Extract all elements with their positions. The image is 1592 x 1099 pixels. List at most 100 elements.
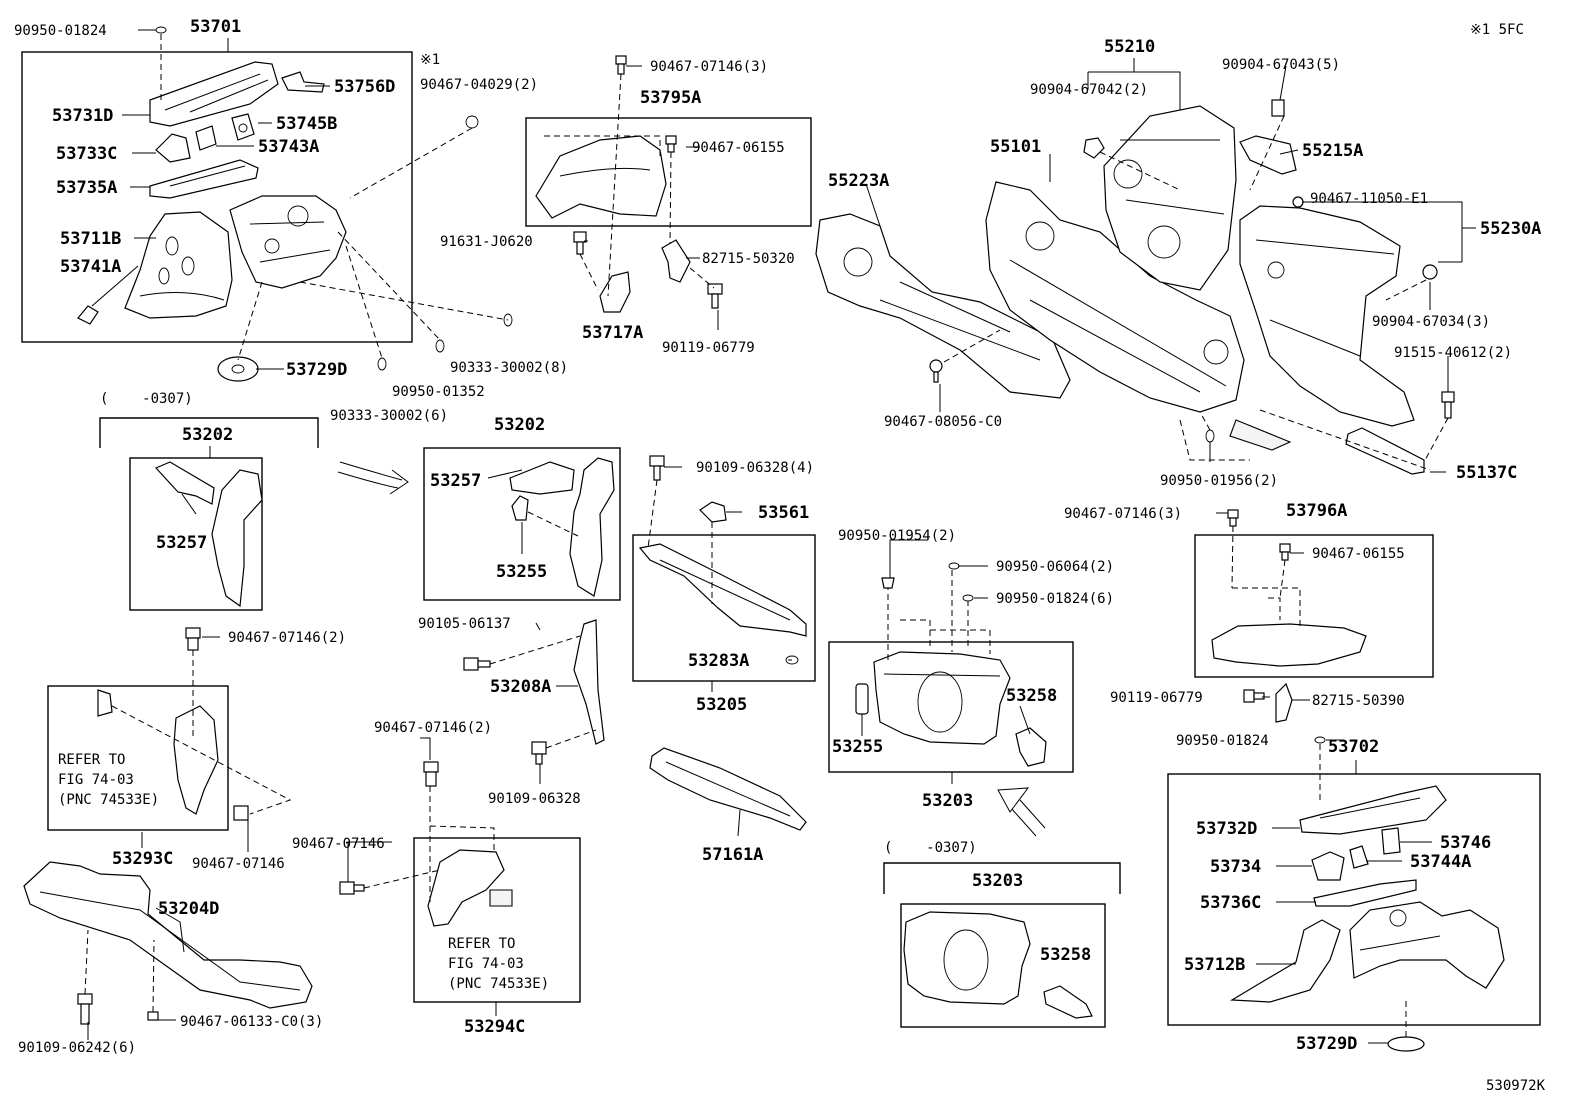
- callout-53: 53258: [1006, 686, 1057, 706]
- part-53733c-shape: [155, 133, 191, 163]
- callout-75: 90467-07146: [192, 856, 285, 872]
- part-53205-shape: [638, 543, 807, 637]
- callout-55: 53203: [922, 791, 973, 811]
- clip-90950-01824-icon: [155, 26, 167, 34]
- bolt-90119-06779b-icon: [1243, 689, 1265, 703]
- callout-65: 53734: [1210, 857, 1261, 877]
- group-53205-frame: [632, 534, 816, 682]
- callout-33: 91515-40612(2): [1394, 345, 1512, 361]
- part-53741a-shape: [77, 305, 99, 325]
- callout-77: 90109-06242(6): [18, 1040, 136, 1056]
- plug-90333-30002-6-icon: [435, 339, 445, 353]
- callout-58: 90467-06155: [1312, 546, 1405, 562]
- callout-28: 55101: [990, 137, 1041, 157]
- callout-36: 55137C: [1456, 463, 1517, 483]
- group-53202-old-bracket: [99, 417, 319, 448]
- callout-15: 90333-30002(8): [450, 360, 568, 376]
- plug-90950-01824-6-icon: [962, 594, 974, 602]
- callout-12: 90467-04029(2): [420, 77, 538, 93]
- callout-44: 53561: [758, 503, 809, 523]
- group-53701-frame: [21, 51, 413, 343]
- callout-35: 90950-01956(2): [1160, 473, 1278, 489]
- part-55230a-shape: [1239, 205, 1415, 427]
- part-53735a-shape: [149, 159, 259, 199]
- part-apron-lower-shape: [1349, 901, 1505, 989]
- plug-90950-01352-icon: [377, 357, 387, 371]
- callout-43: 90109-06328(4): [696, 460, 814, 476]
- callout-29: 55223A: [828, 171, 889, 191]
- part-55210-shape: [1103, 105, 1237, 291]
- callout-84: 53294C: [464, 1017, 525, 1037]
- part-82715-50390-shape: [1275, 682, 1293, 723]
- callout-67: 53736C: [1200, 893, 1261, 913]
- callout-4: 53756D: [334, 77, 395, 97]
- plug-90950-06064-icon: [948, 562, 960, 570]
- bolt-91515-40612-icon: [1441, 391, 1455, 419]
- callout-73: (PNC 74533E): [58, 792, 159, 808]
- callout-23: 90119-06779: [662, 340, 755, 356]
- part-53204d-shape: [23, 861, 313, 1009]
- callout-5: 53745B: [276, 114, 337, 134]
- callout-60: 82715-50390: [1312, 693, 1405, 709]
- group-53702-frame: [1167, 773, 1541, 1026]
- part-53756d-shape: [281, 71, 325, 93]
- callout-7: 53743A: [258, 137, 319, 157]
- part-53731d-shape: [149, 61, 279, 127]
- clip-90467-06155-icon: [665, 135, 677, 153]
- part-53795a-shape: [535, 135, 667, 219]
- plug-90950-01956-icon: [1205, 429, 1215, 443]
- clip-90467-06155b-icon: [1279, 543, 1291, 561]
- callout-3: 53731D: [52, 106, 113, 126]
- callout-59: 90119-06779: [1110, 690, 1203, 706]
- callout-40: 53202: [494, 415, 545, 435]
- callout-81: REFER TO: [448, 936, 515, 952]
- clip-90950-01954-icon: [881, 577, 895, 589]
- callout-66: 53744A: [1410, 852, 1471, 872]
- callout-61: 90950-01824: [1176, 733, 1269, 749]
- group-53203-old-frame: [900, 903, 1106, 1028]
- part-53729d-hole: [231, 364, 245, 374]
- callout-14: 90950-01352: [392, 384, 485, 400]
- clip-90950-01824-b-icon: [1314, 736, 1326, 744]
- arrow-right-icon: [337, 461, 409, 495]
- clip-90904-67042-icon: [1083, 137, 1105, 159]
- bolt-90105-06137-icon: [463, 657, 491, 671]
- group-53203-old-bracket: [883, 862, 1121, 894]
- callout-37: ( -0307): [100, 391, 193, 407]
- callout-39: 53257: [156, 533, 207, 553]
- clip-90467-06133-c0-icon: [147, 1011, 159, 1021]
- callout-79: 90467-07146(2): [374, 720, 492, 736]
- callout-9: 53711B: [60, 229, 121, 249]
- group-53795a-frame: [525, 117, 812, 227]
- callout-71: REFER TO: [58, 752, 125, 768]
- group-53203-frame: [828, 641, 1074, 773]
- callout-2: 53701: [190, 17, 241, 37]
- callout-87: 53203: [972, 871, 1023, 891]
- bolt-91631-j0620-icon: [573, 231, 587, 255]
- callout-24: 55210: [1104, 37, 1155, 57]
- part-53734-shape: [1311, 851, 1345, 881]
- callout-62: 53702: [1328, 737, 1379, 757]
- callout-49: 90109-06328: [488, 791, 581, 807]
- part-53294c-shape: [427, 849, 513, 927]
- callout-42: 53255: [496, 562, 547, 582]
- callout-63: 53732D: [1196, 819, 1257, 839]
- callout-6: 53733C: [56, 144, 117, 164]
- callout-76: 53204D: [158, 899, 219, 919]
- callout-72: FIG 74-03: [58, 772, 134, 788]
- callout-1: 90950-01824: [14, 23, 107, 39]
- callout-8: 53735A: [56, 178, 117, 198]
- part-53732d-shape: [1299, 785, 1447, 835]
- callout-88: 53258: [1040, 945, 1091, 965]
- header-note: ※1 5FC: [1470, 22, 1524, 38]
- callout-32: 90904-67034(3): [1372, 314, 1490, 330]
- clip-90467-04029-icon: [465, 115, 479, 129]
- part-53712b-shape: [1230, 919, 1341, 1003]
- part-53208a-shape: [573, 619, 605, 745]
- callout-52: 90950-01824(6): [996, 591, 1114, 607]
- callout-10: 53741A: [60, 257, 121, 277]
- group-53293c-frame: [47, 685, 229, 831]
- part-55101-shape: [985, 181, 1292, 451]
- clip-90467-07146-b-icon: [233, 805, 249, 821]
- callout-41: 53257: [430, 471, 481, 491]
